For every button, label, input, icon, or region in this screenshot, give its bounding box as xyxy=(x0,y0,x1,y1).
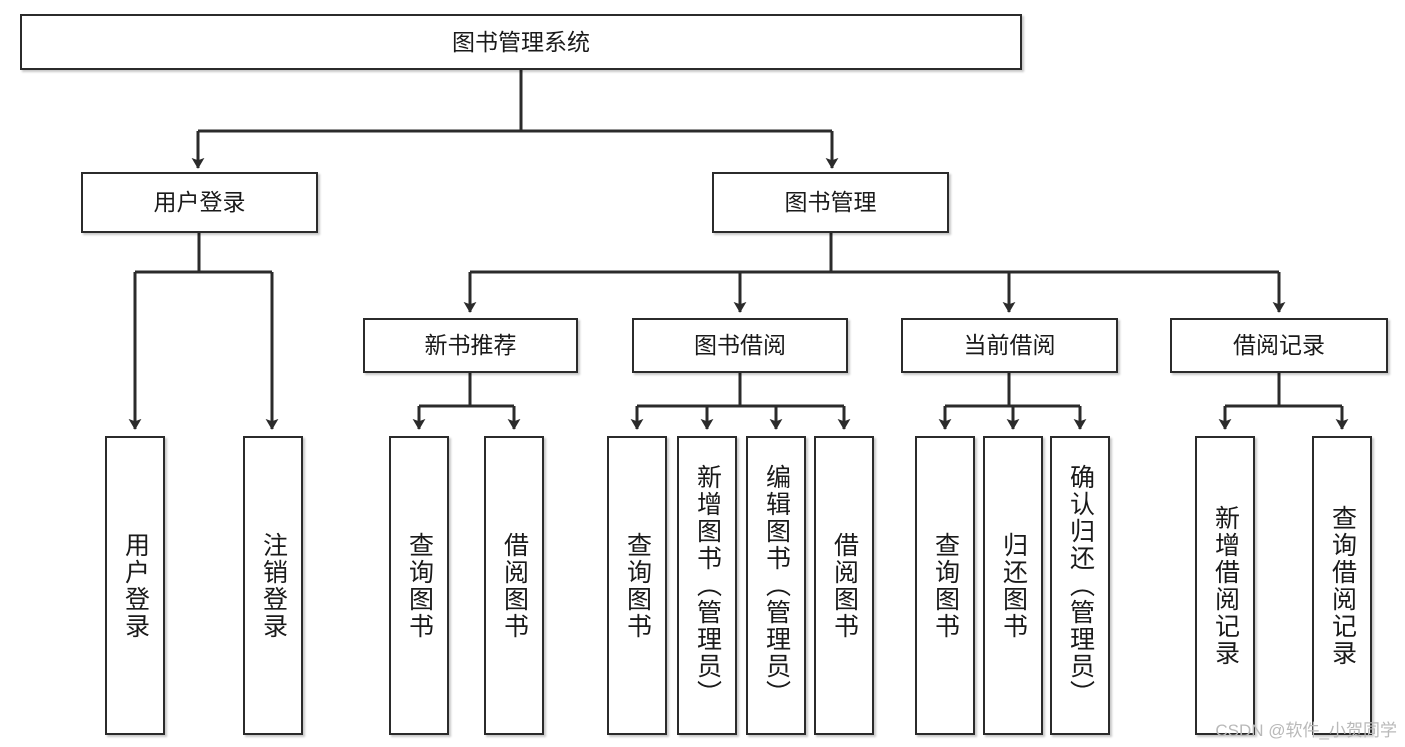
node-label: 用户登录 xyxy=(121,531,150,640)
node-label: 新增图书（管理员） xyxy=(693,464,722,707)
node-label: 新书推荐 xyxy=(424,332,517,359)
node-label: 新增借阅记录 xyxy=(1211,504,1240,667)
node-leaf-borrow-edit-book[interactable]: 编辑图书（管理员） xyxy=(746,436,806,735)
node-label: 借阅图书 xyxy=(830,531,859,640)
node-leaf-current-confirm-return[interactable]: 确认归还（管理员） xyxy=(1050,436,1110,735)
node-leaf-borrow-query-book[interactable]: 查询图书 xyxy=(607,436,667,735)
node-current-borrow[interactable]: 当前借阅 xyxy=(901,318,1118,373)
node-book-management[interactable]: 图书管理 xyxy=(712,172,949,233)
node-label: 当前借阅 xyxy=(963,332,1056,359)
node-label: 查询图书 xyxy=(405,531,434,640)
node-label: 用户登录 xyxy=(153,189,246,216)
node-label: 图书管理 xyxy=(784,189,877,216)
node-leaf-current-query-book[interactable]: 查询图书 xyxy=(915,436,975,735)
node-root-library-system[interactable]: 图书管理系统 xyxy=(20,14,1022,70)
node-book-borrow[interactable]: 图书借阅 xyxy=(632,318,848,373)
node-user-login[interactable]: 用户登录 xyxy=(81,172,318,233)
node-leaf-user-login-login[interactable]: 用户登录 xyxy=(105,436,165,735)
node-leaf-new-book-borrow[interactable]: 借阅图书 xyxy=(484,436,544,735)
node-leaf-current-return-book[interactable]: 归还图书 xyxy=(983,436,1043,735)
node-label: 查询借阅记录 xyxy=(1328,504,1357,667)
node-leaf-record-add[interactable]: 新增借阅记录 xyxy=(1195,436,1255,735)
node-borrow-record[interactable]: 借阅记录 xyxy=(1170,318,1388,373)
node-label: 查询图书 xyxy=(623,531,652,640)
node-label: 借阅图书 xyxy=(500,531,529,640)
node-leaf-record-query[interactable]: 查询借阅记录 xyxy=(1312,436,1372,735)
node-label: 图书管理系统 xyxy=(452,28,590,55)
node-label: 确认归还（管理员） xyxy=(1066,464,1095,707)
node-new-book-recommend[interactable]: 新书推荐 xyxy=(363,318,578,373)
node-leaf-new-book-query[interactable]: 查询图书 xyxy=(389,436,449,735)
node-leaf-borrow-add-book[interactable]: 新增图书（管理员） xyxy=(677,436,737,735)
node-label: 注销登录 xyxy=(259,531,288,640)
node-leaf-borrow-borrow-book[interactable]: 借阅图书 xyxy=(814,436,874,735)
csdn-watermark: CSDN @软件_小贺同学 xyxy=(1215,721,1397,740)
node-label: 归还图书 xyxy=(999,531,1028,640)
node-leaf-user-login-logout[interactable]: 注销登录 xyxy=(243,436,303,735)
node-label: 图书借阅 xyxy=(694,332,786,359)
node-label: 编辑图书（管理员） xyxy=(762,464,791,707)
node-label: 借阅记录 xyxy=(1233,332,1325,359)
node-label: 查询图书 xyxy=(931,531,960,640)
